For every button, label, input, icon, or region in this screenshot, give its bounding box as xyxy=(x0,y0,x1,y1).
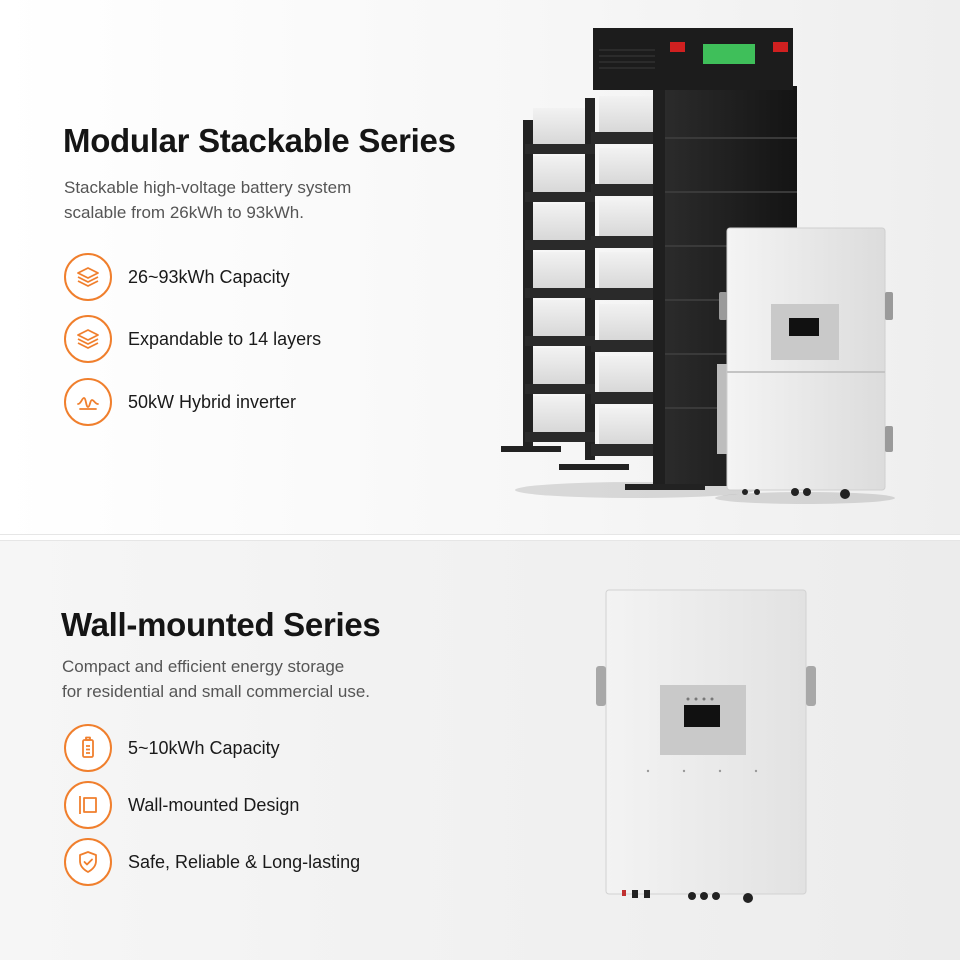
waveform-icon xyxy=(64,378,112,426)
rack-battery-image xyxy=(495,20,895,520)
wall-mount-icon xyxy=(64,781,112,829)
wall-mounted-series-panel: Wall-mounted Series Compact and efficien… xyxy=(0,541,960,960)
section-subtitle: Compact and efficient energy storage for… xyxy=(62,654,370,704)
section-title: Wall-mounted Series xyxy=(61,606,381,643)
layers-icon xyxy=(64,253,112,301)
section-divider xyxy=(0,534,960,541)
subtitle-line: Compact and efficient energy storage xyxy=(62,657,345,676)
subtitle-line: scalable from 26kWh to 93kWh. xyxy=(64,203,304,222)
feature-item: Expandable to 14 layers xyxy=(64,315,321,363)
feature-label: Safe, Reliable & Long-lasting xyxy=(128,851,361,872)
feature-label: 50kW Hybrid inverter xyxy=(128,391,297,412)
feature-item: 50kW Hybrid inverter xyxy=(64,378,296,426)
feature-label: Wall-mounted Design xyxy=(128,794,300,815)
feature-item: Wall-mounted Design xyxy=(64,781,299,829)
section-subtitle: Stackable high-voltage battery system sc… xyxy=(64,175,351,225)
layers-icon xyxy=(64,315,112,363)
feature-item: 5~10kWh Capacity xyxy=(64,724,280,772)
battery-icon xyxy=(64,724,112,772)
feature-item: 26~93kWh Capacity xyxy=(64,253,290,301)
feature-label: 5~10kWh Capacity xyxy=(128,737,280,758)
modular-series-panel: Modular Stackable Series Stackable high-… xyxy=(0,0,960,534)
subtitle-line: Stackable high-voltage battery system xyxy=(64,178,352,197)
wall-unit-image xyxy=(592,586,822,906)
feature-label: 26~93kWh Capacity xyxy=(128,266,290,287)
section-title: Modular Stackable Series xyxy=(63,122,456,159)
subtitle-line: for residential and small commercial use… xyxy=(62,682,371,701)
feature-label: Expandable to 14 layers xyxy=(128,328,322,349)
feature-item: Safe, Reliable & Long-lasting xyxy=(64,838,360,886)
shield-check-icon xyxy=(64,838,112,886)
